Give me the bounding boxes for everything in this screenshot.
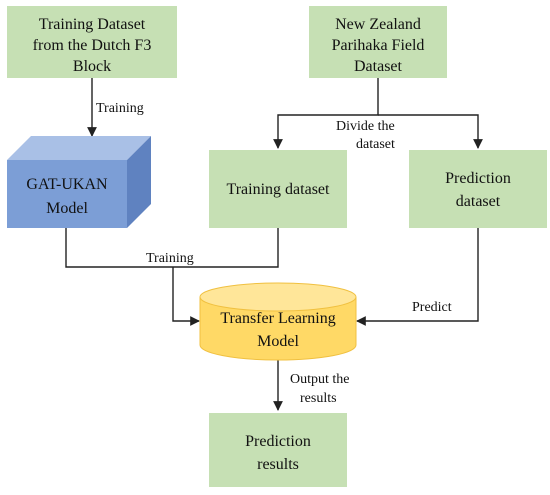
node-label-line: GAT-UKAN <box>26 176 108 193</box>
node-label-line: Model <box>46 200 88 217</box>
node-label-line: Block <box>73 58 111 75</box>
node-box <box>209 150 347 228</box>
node-box <box>409 150 547 228</box>
edge-label-predict: Predict <box>412 300 452 315</box>
node-label-line: Parihaka Field <box>332 37 425 54</box>
node-label-line: dataset <box>456 193 501 210</box>
node-label-line: Model <box>257 333 299 350</box>
node-label-line: New Zealand <box>335 16 421 33</box>
node-training-dataset: Training dataset <box>209 150 347 228</box>
cube-front-face <box>7 160 127 228</box>
node-label-line: Prediction <box>245 433 311 450</box>
node-label-line: Transfer Learning <box>220 310 335 327</box>
node-training-dataset-dutch-f3: Training Dataset from the Dutch F3 Block <box>7 6 177 78</box>
node-label-line: Training dataset <box>227 181 331 198</box>
node-label-line: Prediction <box>445 170 511 187</box>
cylinder-top <box>199 282 357 312</box>
edge-gat-training-merge <box>65 228 279 268</box>
edge-predict-to-transfer <box>356 228 479 326</box>
node-label-line: Training Dataset <box>39 16 146 33</box>
node-label-line: results <box>257 456 299 473</box>
node-box <box>209 413 347 487</box>
node-box <box>309 6 447 78</box>
edge-label-training-top: Training <box>96 101 144 116</box>
node-box <box>7 6 177 78</box>
edge-label-output: results <box>300 391 337 406</box>
node-label-line: from the Dutch F3 <box>33 37 152 54</box>
cylinder-body <box>199 297 357 361</box>
cube-side-face <box>127 136 151 228</box>
cube-top-face <box>7 136 151 160</box>
node-prediction-results: Prediction results <box>209 413 347 487</box>
edge-nz-to-prediction <box>378 114 483 149</box>
node-prediction-dataset: Prediction dataset <box>409 150 547 228</box>
edge-label-divide: dataset <box>356 137 395 152</box>
node-transfer-learning-model: Transfer Learning Model <box>199 282 357 361</box>
edge-label-divide: Divide the <box>336 119 395 134</box>
node-new-zealand-dataset: New Zealand Parihaka Field Dataset <box>309 6 447 78</box>
edge-label-output: Output the <box>290 372 350 387</box>
node-gat-ukan-model: GAT-UKAN Model <box>7 136 151 228</box>
node-label-line: Dataset <box>354 58 403 75</box>
edge-nz-split <box>273 78 379 149</box>
edge-label-training-mid: Training <box>146 251 194 266</box>
edge-training-to-transfer <box>172 267 200 326</box>
